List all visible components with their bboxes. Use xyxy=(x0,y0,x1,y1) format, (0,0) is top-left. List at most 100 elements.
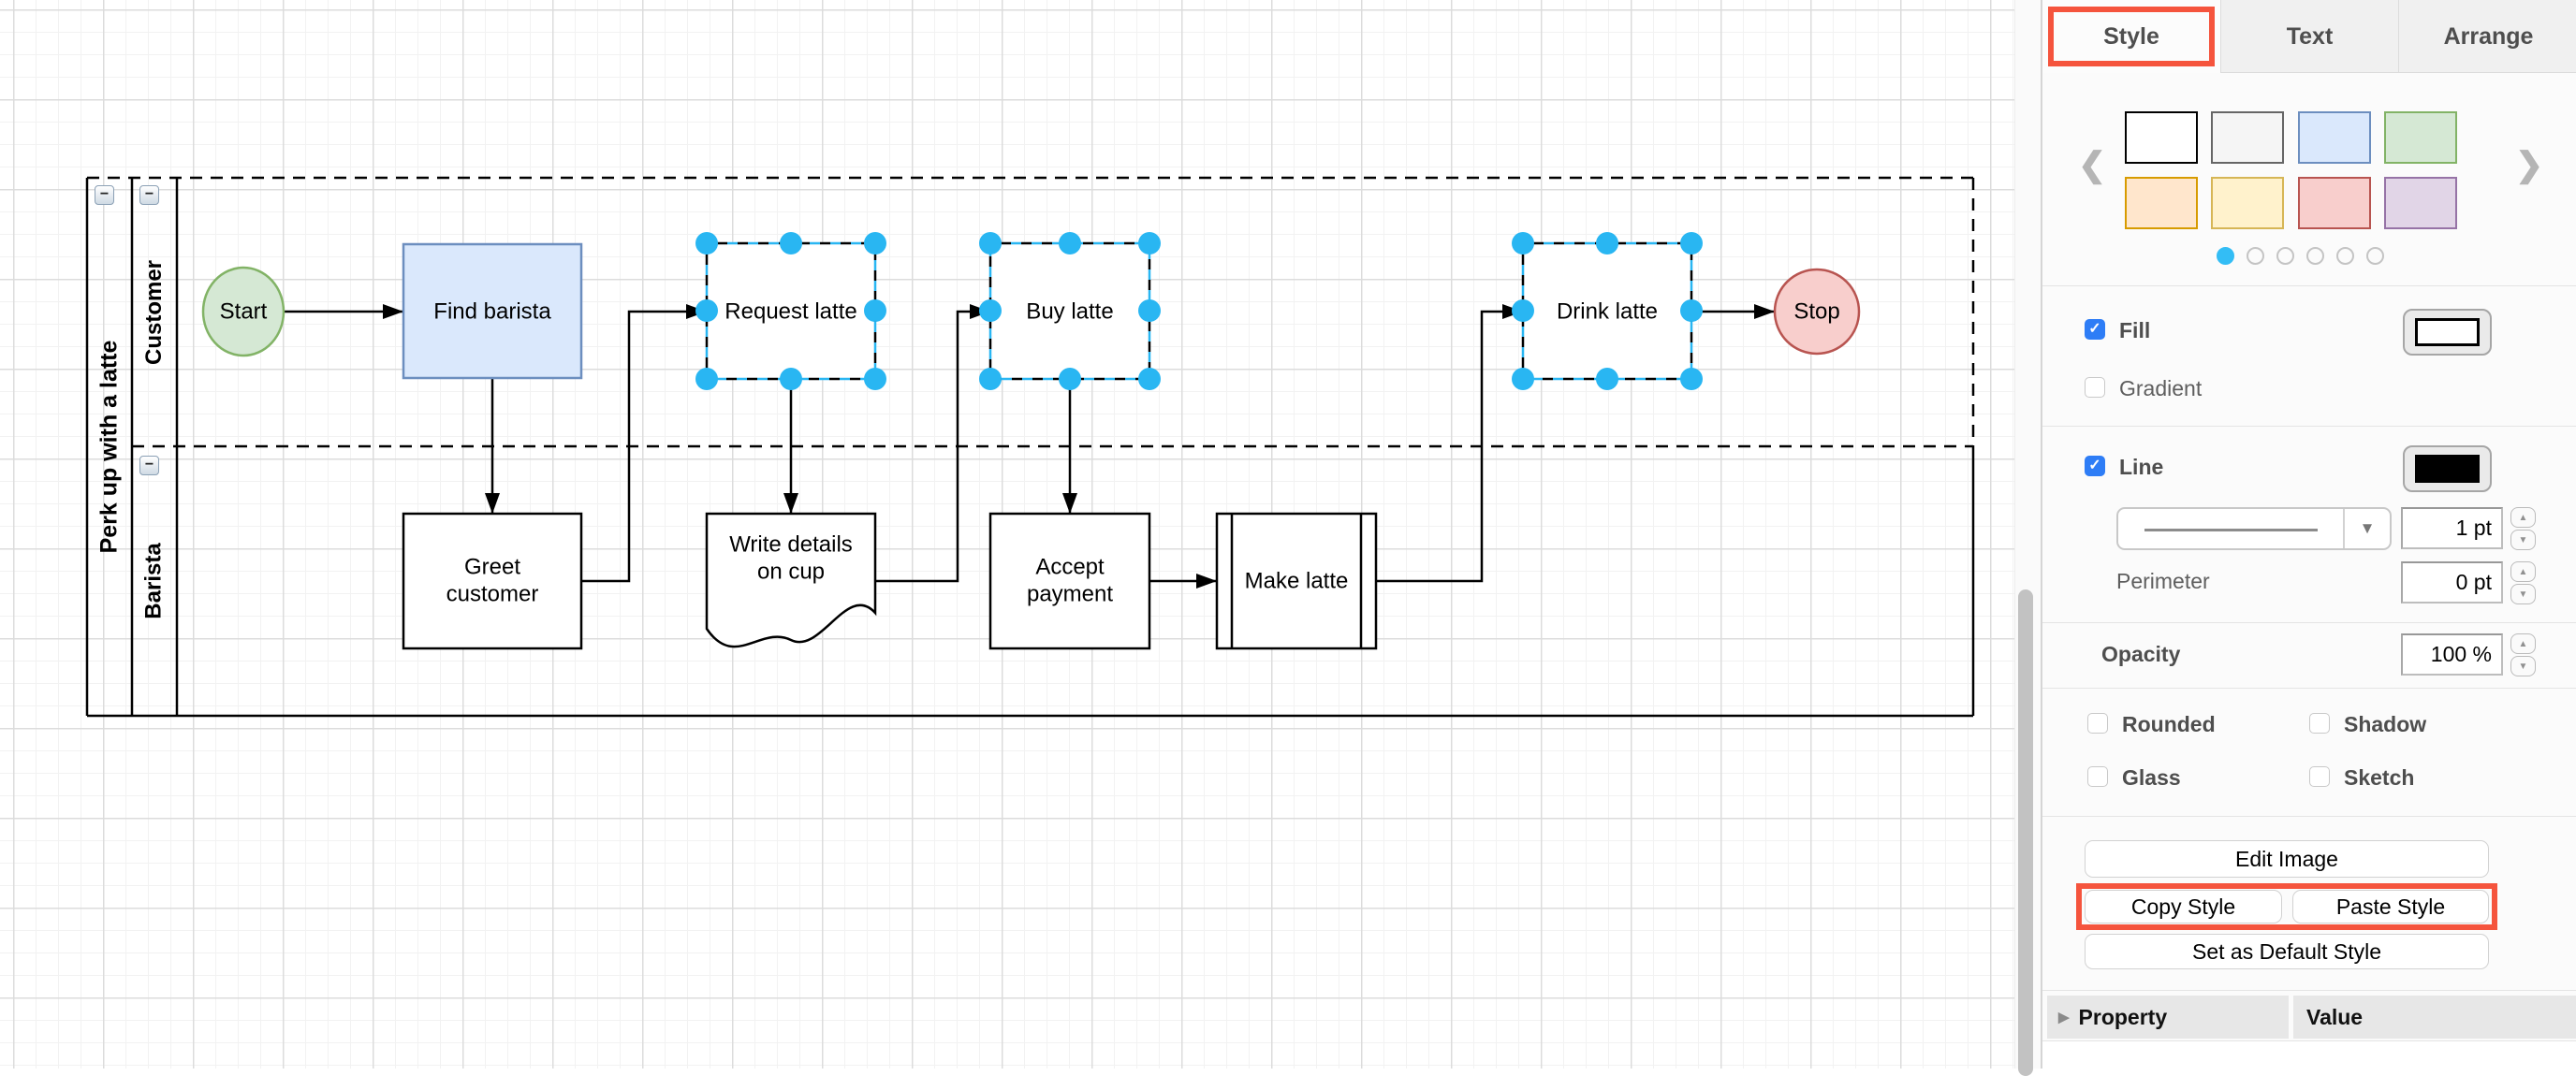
customer-lane-selection[interactable] xyxy=(87,176,1975,448)
sketch-label: Sketch xyxy=(2344,765,2415,790)
customer-lane-collapse-button[interactable]: − xyxy=(139,185,159,205)
swatch-prev-icon[interactable]: ❮ xyxy=(2078,145,2107,183)
minus-icon: − xyxy=(99,185,110,202)
glass-label: Glass xyxy=(2122,765,2181,790)
tab-arrange[interactable]: Arrange xyxy=(2398,0,2576,73)
check-icon: ✓ xyxy=(2088,458,2101,473)
value-column-header[interactable]: Value xyxy=(2293,996,2576,1039)
node-accept-payment[interactable] xyxy=(988,512,1151,650)
fill-color-button[interactable] xyxy=(2403,309,2492,356)
style-swatch-gray[interactable] xyxy=(2211,111,2284,164)
tab-text[interactable]: Text xyxy=(2220,0,2398,73)
start-label: Start xyxy=(219,298,268,325)
perimeter-stepper: ▲ ▼ xyxy=(2510,561,2536,604)
swatch-pagination xyxy=(2217,247,2384,265)
line-width-input[interactable]: 1 pt xyxy=(2401,507,2503,549)
gradient-label: Gradient xyxy=(2119,376,2203,400)
node-find-barista[interactable] xyxy=(402,242,583,380)
pagination-dot[interactable] xyxy=(2306,247,2324,265)
lane-customer[interactable]: Customer xyxy=(132,178,177,446)
copy-paste-annotation-highlight xyxy=(2076,883,2497,930)
buy-latte-label: Buy latte xyxy=(1026,298,1114,325)
line-color-button[interactable] xyxy=(2403,445,2492,492)
make-latte-label: Make latte xyxy=(1244,568,1349,594)
stop-label: Stop xyxy=(1793,298,1840,325)
rounded-checkbox[interactable] xyxy=(2087,713,2108,734)
vertical-scrollbar[interactable] xyxy=(2018,589,2033,1076)
node-write-details-document[interactable] xyxy=(705,512,877,648)
greet-customer-label: Greet customer xyxy=(446,554,539,607)
expand-icon[interactable]: ▶ xyxy=(2058,1010,2070,1025)
diagram-svg xyxy=(85,176,1975,718)
pagination-dot[interactable] xyxy=(2217,247,2234,265)
style-swatch-purple[interactable] xyxy=(2384,177,2457,229)
node-greet-customer[interactable] xyxy=(402,512,583,650)
node-stop[interactable] xyxy=(1773,268,1861,356)
style-swatch-orange[interactable] xyxy=(2125,177,2198,229)
perimeter-input[interactable]: 0 pt xyxy=(2401,561,2503,603)
section-divider xyxy=(2042,688,2576,689)
style-swatch-green[interactable] xyxy=(2384,111,2457,164)
step-up-icon[interactable]: ▲ xyxy=(2510,561,2536,582)
section-divider xyxy=(2042,426,2576,427)
edge-greet-request[interactable] xyxy=(581,304,707,583)
lane-customer-label: Customer xyxy=(141,259,167,365)
node-make-latte-subprocess[interactable] xyxy=(1215,512,1378,650)
step-down-icon[interactable]: ▼ xyxy=(2510,656,2536,676)
edge-write-buy[interactable] xyxy=(875,304,990,583)
minus-icon: − xyxy=(144,456,154,473)
style-swatch-blue[interactable] xyxy=(2298,111,2371,164)
fill-checkbox[interactable]: ✓ xyxy=(2085,319,2105,340)
step-up-icon[interactable]: ▲ xyxy=(2510,507,2536,528)
node-start[interactable] xyxy=(201,266,285,357)
step-down-icon[interactable]: ▼ xyxy=(2510,530,2536,550)
section-divider xyxy=(2042,816,2576,817)
line-checkbox[interactable]: ✓ xyxy=(2085,456,2105,476)
gradient-checkbox[interactable] xyxy=(2085,377,2105,398)
line-width-stepper: ▲ ▼ xyxy=(2510,507,2536,550)
line-style-preview xyxy=(2144,529,2318,531)
section-divider xyxy=(2042,622,2576,623)
format-panel: Style Text Arrange ❮ ❯ ✓ Fill Gradient ✓… xyxy=(2041,0,2576,1069)
pool-title[interactable]: Perk up with a latte xyxy=(87,178,132,716)
sketch-checkbox[interactable] xyxy=(2309,766,2330,787)
edit-image-button[interactable]: Edit Image xyxy=(2085,840,2489,878)
style-swatch-white[interactable] xyxy=(2125,111,2198,164)
set-default-style-button[interactable]: Set as Default Style xyxy=(2085,934,2489,969)
request-latte-label: Request latte xyxy=(724,298,857,325)
pool-collapse-button[interactable]: − xyxy=(95,185,114,205)
step-down-icon[interactable]: ▼ xyxy=(2510,584,2536,604)
pagination-dot[interactable] xyxy=(2366,247,2384,265)
shadow-checkbox[interactable] xyxy=(2309,713,2330,734)
shadow-label: Shadow xyxy=(2344,712,2427,736)
lane-barista[interactable]: Barista xyxy=(132,446,177,716)
opacity-stepper: ▲ ▼ xyxy=(2510,633,2536,676)
selection-handles[interactable] xyxy=(695,232,1703,390)
accept-payment-label: Accept payment xyxy=(1026,554,1114,607)
edge-make-drink[interactable] xyxy=(1376,304,1523,583)
find-barista-label: Find barista xyxy=(433,298,551,325)
barista-lane-collapse-button[interactable]: − xyxy=(139,456,159,475)
pagination-dot[interactable] xyxy=(2336,247,2354,265)
paste-style-button[interactable]: Paste Style xyxy=(2292,890,2489,923)
glass-checkbox[interactable] xyxy=(2087,766,2108,787)
pool-title-label: Perk up with a latte xyxy=(95,340,123,554)
section-divider xyxy=(2042,285,2576,286)
diagram-canvas[interactable]: Perk up with a latte Customer Barista − … xyxy=(0,0,2014,1069)
step-up-icon[interactable]: ▲ xyxy=(2510,633,2536,654)
pagination-dot[interactable] xyxy=(2276,247,2294,265)
pagination-dot[interactable] xyxy=(2247,247,2264,265)
property-table-body xyxy=(2042,1040,2576,1069)
style-swatch-yellow[interactable] xyxy=(2211,177,2284,229)
drink-latte-label: Drink latte xyxy=(1556,298,1659,325)
swatch-next-icon[interactable]: ❯ xyxy=(2515,145,2544,183)
opacity-input[interactable]: 100 % xyxy=(2401,633,2503,676)
line-label: Line xyxy=(2119,455,2164,479)
node-drink-latte[interactable] xyxy=(1521,241,1693,381)
style-swatch-red[interactable] xyxy=(2298,177,2371,229)
copy-style-button[interactable]: Copy Style xyxy=(2085,890,2282,923)
minus-icon: − xyxy=(144,185,154,202)
property-column-header[interactable]: ▶ Property xyxy=(2047,996,2289,1039)
line-style-dropdown[interactable]: ▼ xyxy=(2116,507,2392,550)
chevron-down-icon[interactable]: ▼ xyxy=(2343,509,2390,548)
